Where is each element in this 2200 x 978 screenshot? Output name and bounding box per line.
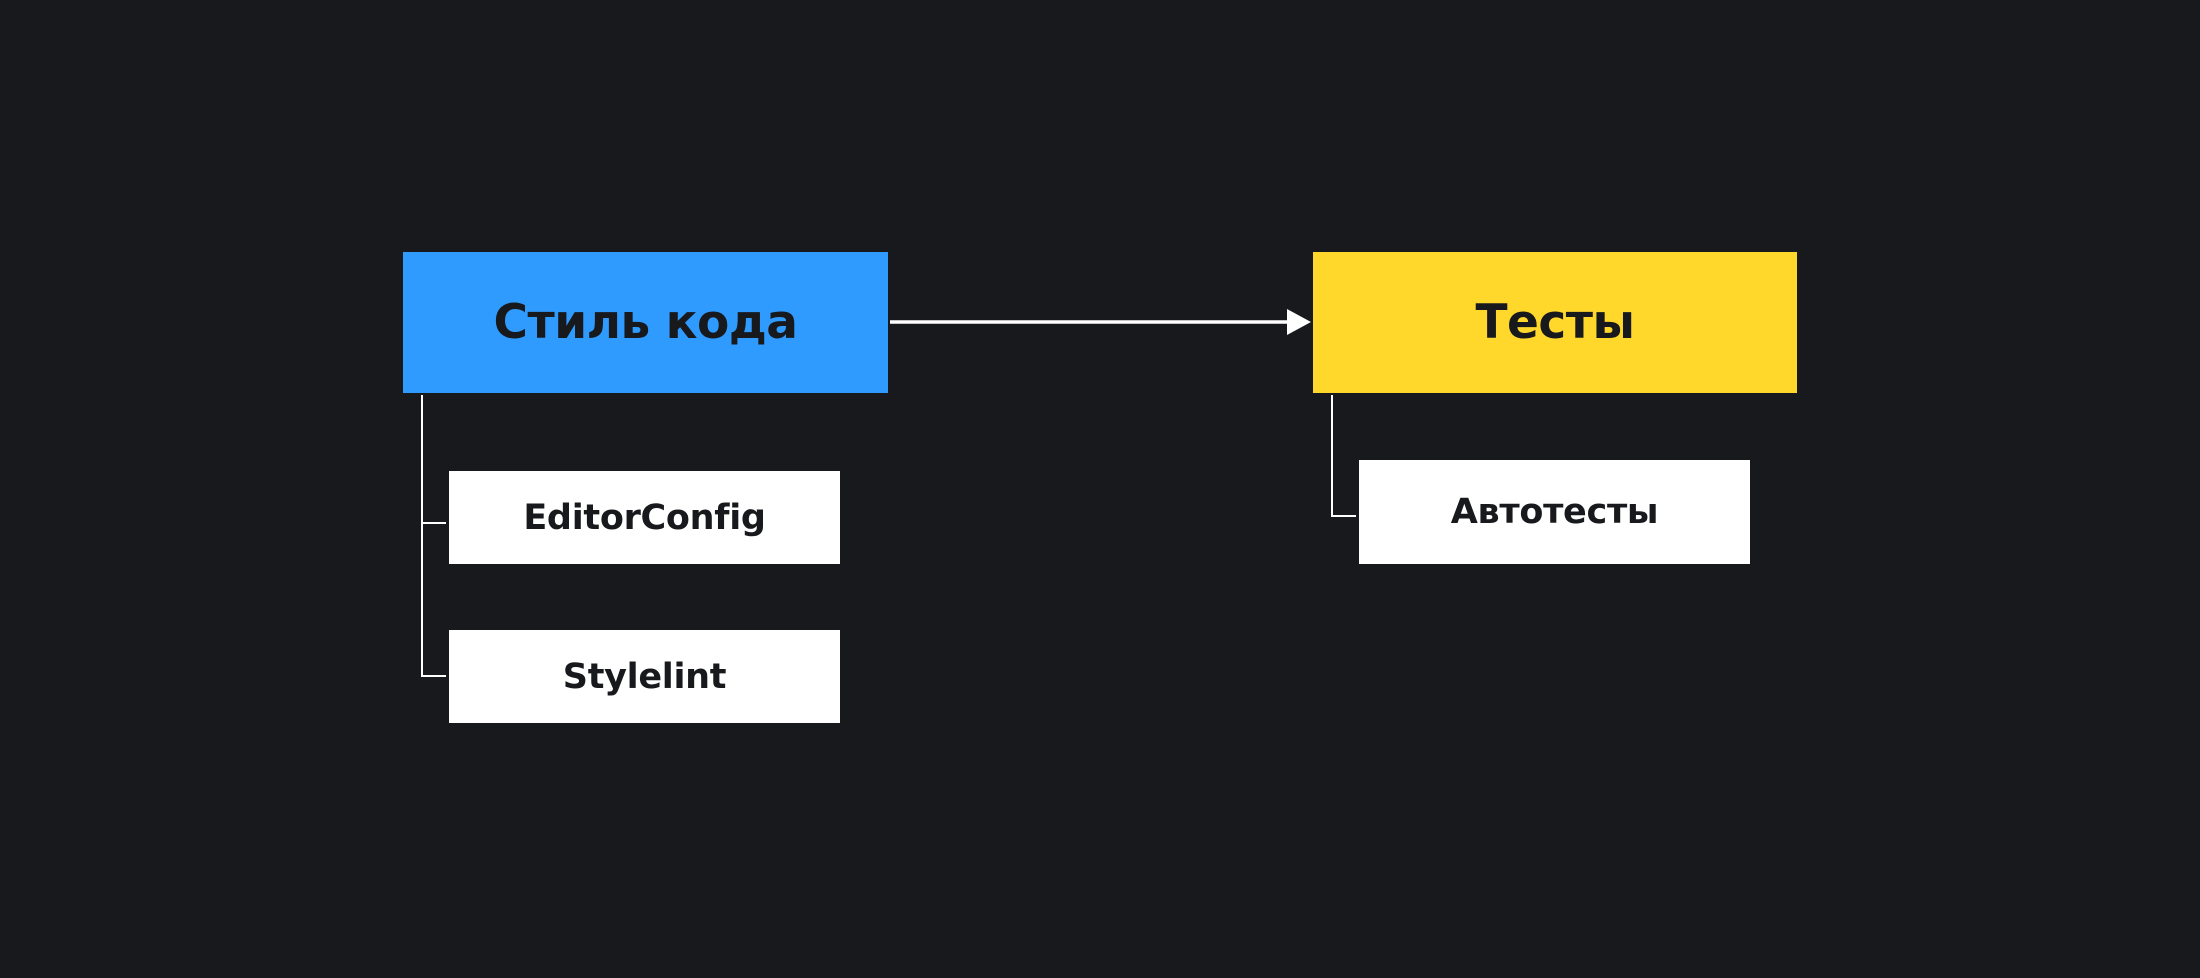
- node-stylelint-label: Stylelint: [562, 656, 727, 697]
- node-editorconfig: EditorConfig: [449, 471, 840, 564]
- arrow-head-icon: [1287, 309, 1311, 335]
- node-autotests-label: Автотесты: [1450, 492, 1659, 532]
- node-editorconfig-label: EditorConfig: [523, 497, 766, 538]
- node-code-style: Стиль кода: [403, 252, 888, 393]
- node-autotests: Автотесты: [1359, 460, 1750, 564]
- node-tests-label: Тесты: [1475, 295, 1635, 350]
- node-tests: Тесты: [1313, 252, 1797, 393]
- node-code-style-label: Стиль кода: [493, 295, 798, 350]
- node-stylelint: Stylelint: [449, 630, 840, 723]
